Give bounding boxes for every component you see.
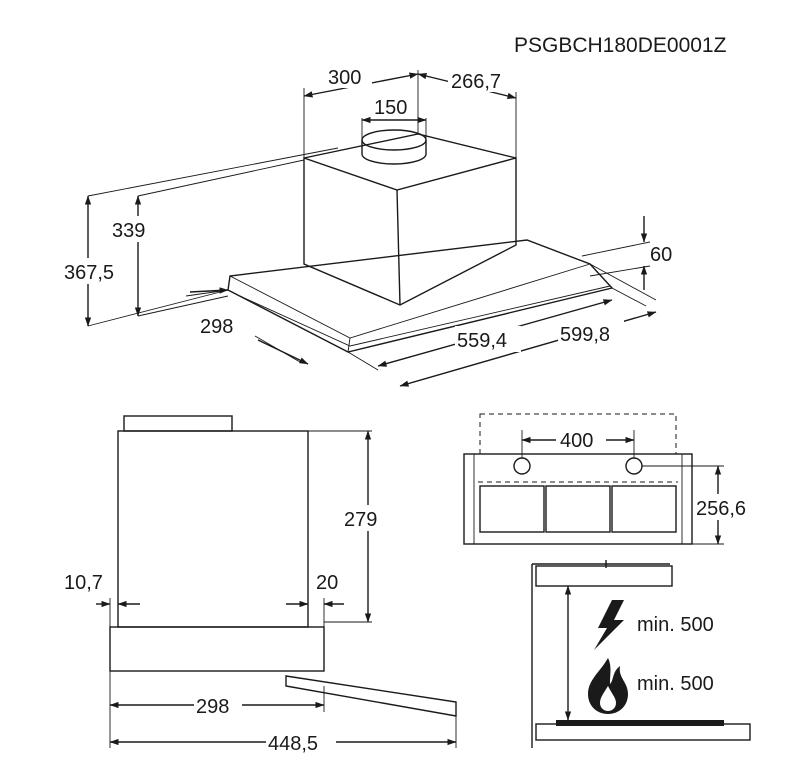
front-view: 400 256,6	[463, 413, 762, 545]
clearance-hood	[535, 565, 673, 587]
dim-thickness-60: 60	[650, 244, 672, 266]
dim-depth-298: 298	[200, 316, 233, 338]
side-view: 279 10,7 20 298 448,5	[64, 415, 457, 755]
dim-height-256-6: 256,6	[696, 498, 746, 520]
filter-1	[479, 485, 545, 533]
lightning-icon	[594, 600, 624, 650]
dim-offset-10-7: 10,7	[64, 572, 103, 594]
dim-height-279: 279	[344, 509, 377, 531]
flame-icon	[588, 658, 628, 714]
mount-hole-left	[513, 457, 531, 475]
isometric-view: 300 266,7 150 339 367,5 298 559,4 599,8	[62, 62, 672, 387]
hood-plate	[227, 239, 614, 353]
dim-height-339: 339	[112, 220, 145, 242]
side-hood-body	[109, 626, 325, 672]
product-code: PSGBCH180DE0001Z	[514, 34, 727, 57]
duct-outlet	[361, 129, 427, 165]
dim-duct-150: 150	[374, 97, 407, 119]
cooktop	[535, 723, 751, 741]
dim-width-300: 300	[328, 67, 361, 89]
dim-height-367-5: 367,5	[64, 262, 114, 284]
front-hood-body	[463, 453, 693, 545]
side-visor	[285, 675, 457, 717]
dim-depth-298-side: 298	[196, 696, 229, 718]
side-chimney	[117, 430, 309, 628]
dim-offset-20: 20	[316, 572, 338, 594]
clearance-gas-label: min. 500	[637, 673, 714, 695]
dim-depth-448-5: 448,5	[268, 733, 318, 755]
filter-2	[545, 485, 611, 533]
clearance-electric-label: min. 500	[637, 614, 714, 636]
dim-width-266-7: 266,7	[451, 71, 501, 93]
dim-width-559-4: 559,4	[457, 330, 507, 352]
filter-3	[611, 485, 677, 533]
dim-width-599-8: 599,8	[560, 324, 610, 346]
dim-holes-400: 400	[560, 430, 593, 452]
mount-hole-right	[625, 457, 643, 475]
clearance-diagram: min. 500 min. 500	[531, 560, 751, 748]
chimney-box	[303, 157, 517, 306]
